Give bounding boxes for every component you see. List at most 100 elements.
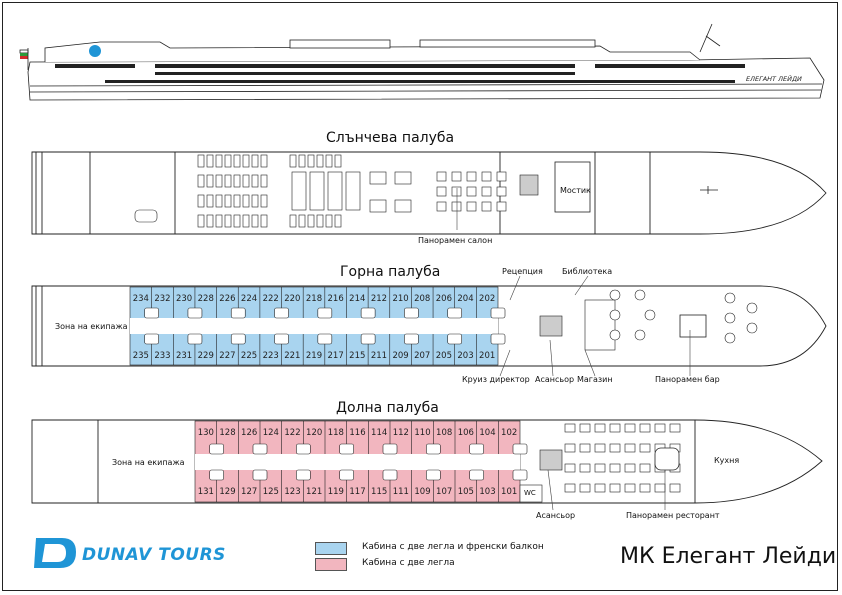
cabin-number: 121 <box>306 487 323 497</box>
cabin-number: 218 <box>305 294 323 304</box>
bathroom <box>187 307 203 319</box>
bridge-room <box>554 161 591 213</box>
sun-deck-outline <box>31 151 827 235</box>
cabin-number: 119 <box>327 487 344 497</box>
lounger <box>197 214 205 228</box>
table <box>496 171 507 182</box>
chair-set <box>394 171 412 185</box>
table <box>609 463 621 473</box>
table <box>564 463 576 473</box>
panorama-bar-label: Панорамен бар <box>655 375 720 384</box>
lounger-set <box>327 171 343 211</box>
table <box>644 309 656 321</box>
library-label: Библиотека <box>562 267 613 276</box>
cabin-number: 217 <box>327 351 344 361</box>
lounger <box>260 154 268 168</box>
table <box>746 302 758 314</box>
lounger <box>260 174 268 188</box>
shop-room <box>584 299 616 351</box>
table <box>466 186 477 197</box>
ship-profile <box>19 23 825 101</box>
lounger <box>197 174 205 188</box>
upper-corridor <box>130 318 498 334</box>
profile-windows <box>55 64 745 83</box>
bathroom <box>382 443 398 455</box>
cabin-number: 230 <box>175 294 193 304</box>
bathroom <box>274 333 289 345</box>
lounger <box>242 154 250 168</box>
cabin-number: 103 <box>479 487 496 497</box>
table <box>481 171 492 182</box>
table <box>451 186 462 197</box>
cabin-number: 124 <box>262 428 279 438</box>
table <box>624 443 636 453</box>
lounger <box>233 154 241 168</box>
table <box>564 423 576 433</box>
cabin-number: 101 <box>501 487 518 497</box>
table <box>594 463 606 473</box>
bathroom <box>404 307 419 319</box>
table <box>639 483 651 493</box>
cabin-number: 109 <box>414 487 431 497</box>
anchor-icon <box>700 186 718 194</box>
table <box>634 329 646 341</box>
bathroom <box>296 443 311 455</box>
lounger-set <box>345 171 361 211</box>
main-corridor <box>195 454 520 470</box>
lounger <box>334 214 342 228</box>
bathroom <box>230 307 246 319</box>
dunav-logo-icon <box>34 538 76 568</box>
lounger <box>233 214 241 228</box>
table <box>594 443 606 453</box>
bathroom <box>382 469 398 481</box>
dunav-tours-logo: DUNAV TOURS <box>82 545 226 565</box>
lounger <box>251 174 259 188</box>
cabin-number: 229 <box>197 351 214 361</box>
lounger <box>215 174 223 188</box>
bar-tables <box>609 289 758 344</box>
cabin-number: 225 <box>240 351 258 361</box>
cruise-director-label: Круиз директор <box>462 375 530 384</box>
cabin-number: 108 <box>436 428 453 438</box>
cabin-number: 209 <box>392 351 409 361</box>
bathroom <box>404 333 419 345</box>
table <box>451 171 462 182</box>
table <box>746 322 758 334</box>
table <box>481 201 492 212</box>
lounger <box>224 214 232 228</box>
sun-deck-salon-tables <box>436 171 507 212</box>
cabin-number: 219 <box>305 351 323 361</box>
cabin-number: 130 <box>197 428 214 438</box>
lounger <box>233 194 241 208</box>
table <box>564 443 576 453</box>
profile-logo-icon <box>89 45 101 57</box>
bathroom <box>187 333 203 345</box>
cabin-number: 115 <box>371 487 388 497</box>
cabin-number: 220 <box>284 294 301 304</box>
legend-swatch-standard <box>315 558 347 571</box>
cabin-number: 233 <box>154 351 171 361</box>
lounger-set <box>291 171 307 211</box>
legend-text-standard: Кабина с две легла <box>362 558 455 568</box>
lounger <box>242 194 250 208</box>
table <box>579 423 591 433</box>
table <box>639 463 651 473</box>
bathroom <box>512 469 528 481</box>
bathroom <box>426 469 441 481</box>
bathroom <box>360 333 376 345</box>
wc-room <box>519 484 543 503</box>
table <box>654 423 666 433</box>
bathroom <box>360 307 376 319</box>
bathroom <box>447 307 463 319</box>
lounger <box>206 174 214 188</box>
table <box>669 483 681 493</box>
table <box>436 186 447 197</box>
lounger <box>289 154 297 168</box>
bathroom <box>490 333 506 345</box>
cabin-number: 215 <box>349 351 366 361</box>
legend-text-balcony: Кабина с две легла и френски балкон <box>362 542 544 552</box>
chair-set <box>369 171 387 185</box>
main-deck-title: Долна палуба <box>336 400 439 416</box>
